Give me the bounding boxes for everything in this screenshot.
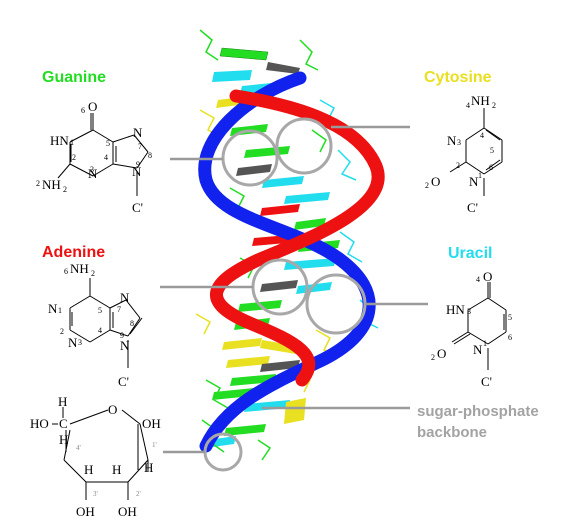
cytosine-c2-num: 2 bbox=[456, 161, 460, 170]
guanine-c: C' bbox=[132, 200, 143, 215]
uracil-structure: 4 O HN 3 5 6 2 O N 1 C' bbox=[431, 269, 512, 389]
cytosine-n3: N bbox=[447, 133, 457, 148]
adenine-nh2-sub: 2 bbox=[91, 269, 95, 278]
guanine-n9: N bbox=[132, 164, 142, 179]
cytosine-o: O bbox=[431, 174, 440, 189]
adenine-n1: N bbox=[48, 301, 58, 316]
label-guanine: Guanine bbox=[42, 69, 106, 86]
label-adenine: Adenine bbox=[42, 244, 105, 261]
guanine-n3-num: 3 bbox=[90, 165, 94, 174]
sugar-num4: 4' bbox=[76, 444, 81, 452]
label-backbone-line1: sugar-phosphate bbox=[417, 403, 539, 420]
uracil-n1-num: 1 bbox=[483, 339, 487, 348]
blue-strand bbox=[198, 71, 376, 453]
highlight-ring-uracil bbox=[305, 273, 367, 335]
sugar-num1: 1' bbox=[152, 441, 157, 449]
guanine-n3: N bbox=[88, 166, 98, 181]
label-cytosine: Cytosine bbox=[424, 69, 492, 86]
cytosine-nh2-num: 4 bbox=[466, 101, 470, 110]
guanine-o-num: 6 bbox=[81, 106, 85, 115]
guanine-o: O bbox=[88, 99, 97, 114]
sugar-num2: 2' bbox=[136, 490, 141, 498]
guanine-n1: HN bbox=[50, 133, 69, 148]
highlight-ring-guanine bbox=[221, 129, 279, 187]
sugar-ho: HO bbox=[30, 416, 49, 431]
cytosine-nh2-sub: 2 bbox=[492, 101, 496, 110]
sugar-oh-bottom2: OH bbox=[118, 504, 137, 519]
sugar-c: C bbox=[59, 416, 68, 431]
uracil-c: C' bbox=[481, 374, 492, 389]
adenine-c4-num: 4 bbox=[98, 326, 102, 335]
uracil-o2: O bbox=[437, 346, 446, 361]
cytosine-n3-num: 3 bbox=[457, 138, 461, 147]
cytosine-c5-num: 5 bbox=[490, 146, 494, 155]
guanine-nh2-num: 2 bbox=[36, 179, 40, 188]
ribose-structure: H HO C H O OH H H H OH OH 4' 3' 2' 1' bbox=[30, 394, 161, 519]
guanine-n7-num: 7 bbox=[138, 142, 142, 151]
sugar-h-mid1: H bbox=[84, 462, 93, 477]
adenine-c5-num: 5 bbox=[98, 306, 102, 315]
sugar-h-left: H bbox=[59, 432, 68, 447]
cytosine-nh2: NH bbox=[471, 93, 490, 108]
dna-helix bbox=[160, 29, 428, 472]
uracil-n1: N bbox=[473, 342, 483, 357]
guanine-structure: O 6 HN 1 N 7 2 4 5 8 N 3 N 9 2 NH 2 C' bbox=[36, 99, 152, 215]
guanine-c8-num: 8 bbox=[148, 151, 152, 160]
adenine-n3: N bbox=[68, 335, 78, 350]
uracil-o4: O bbox=[483, 269, 492, 284]
adenine-c2-num: 2 bbox=[60, 327, 64, 336]
cytosine-o-num: 2 bbox=[425, 181, 429, 190]
guanine-n9-num: 9 bbox=[136, 160, 140, 169]
uracil-c6-num: 6 bbox=[508, 333, 512, 342]
sugar-num3: 3' bbox=[93, 490, 98, 498]
adenine-n9-num: 9 bbox=[120, 331, 124, 340]
highlight-ring-cytosine bbox=[275, 117, 333, 175]
uracil-o4-num: 4 bbox=[476, 275, 480, 284]
uracil-c5-num: 5 bbox=[508, 313, 512, 322]
label-uracil: Uracil bbox=[448, 245, 492, 262]
cytosine-n1-num: 1 bbox=[478, 171, 482, 180]
adenine-c: C' bbox=[118, 374, 129, 389]
adenine-structure: 6 NH 2 N 1 N 7 2 4 5 8 N 3 N 9 C' bbox=[48, 261, 143, 389]
cytosine-structure: 4 NH 2 4 N 3 5 2 6 2 O N 1 C' bbox=[425, 93, 503, 215]
sugar-oh-right: OH bbox=[142, 416, 161, 431]
guanine-c5-num: 5 bbox=[106, 139, 110, 148]
cytosine-c6-num: 6 bbox=[489, 163, 493, 172]
sugar-h-top: H bbox=[58, 394, 67, 409]
guanine-n1-num: 1 bbox=[70, 138, 74, 147]
adenine-c8-num: 8 bbox=[130, 319, 134, 328]
uracil-hn3: HN bbox=[446, 302, 465, 317]
uracil-o2-num: 2 bbox=[431, 353, 435, 362]
label-backbone-line2: backbone bbox=[417, 424, 487, 441]
sugar-h-mid2: H bbox=[112, 462, 121, 477]
adenine-nh2-num: 6 bbox=[64, 267, 68, 276]
guanine-c4-num: 4 bbox=[104, 153, 108, 162]
adenine-n7: N bbox=[120, 290, 130, 305]
sugar-h-right: H bbox=[144, 460, 153, 475]
sugar-oh-bottom1: OH bbox=[76, 504, 95, 519]
cytosine-c: C' bbox=[467, 200, 478, 215]
adenine-n7-num: 7 bbox=[117, 305, 121, 314]
adenine-n3-num: 3 bbox=[78, 338, 82, 347]
guanine-n7: N bbox=[133, 125, 143, 140]
guanine-c2-num: 2 bbox=[72, 153, 76, 162]
sugar-o-ring: O bbox=[108, 402, 117, 417]
guanine-nh2-sub: 2 bbox=[63, 185, 67, 194]
adenine-n9: N bbox=[120, 338, 130, 353]
cytosine-c4-num: 4 bbox=[480, 131, 484, 140]
uracil-hn3-num: 3 bbox=[467, 307, 471, 316]
adenine-nh2: NH bbox=[70, 261, 89, 276]
guanine-nh2: NH bbox=[42, 177, 61, 192]
cytosine-n1: N bbox=[469, 174, 479, 189]
adenine-n1-num: 1 bbox=[58, 306, 62, 315]
